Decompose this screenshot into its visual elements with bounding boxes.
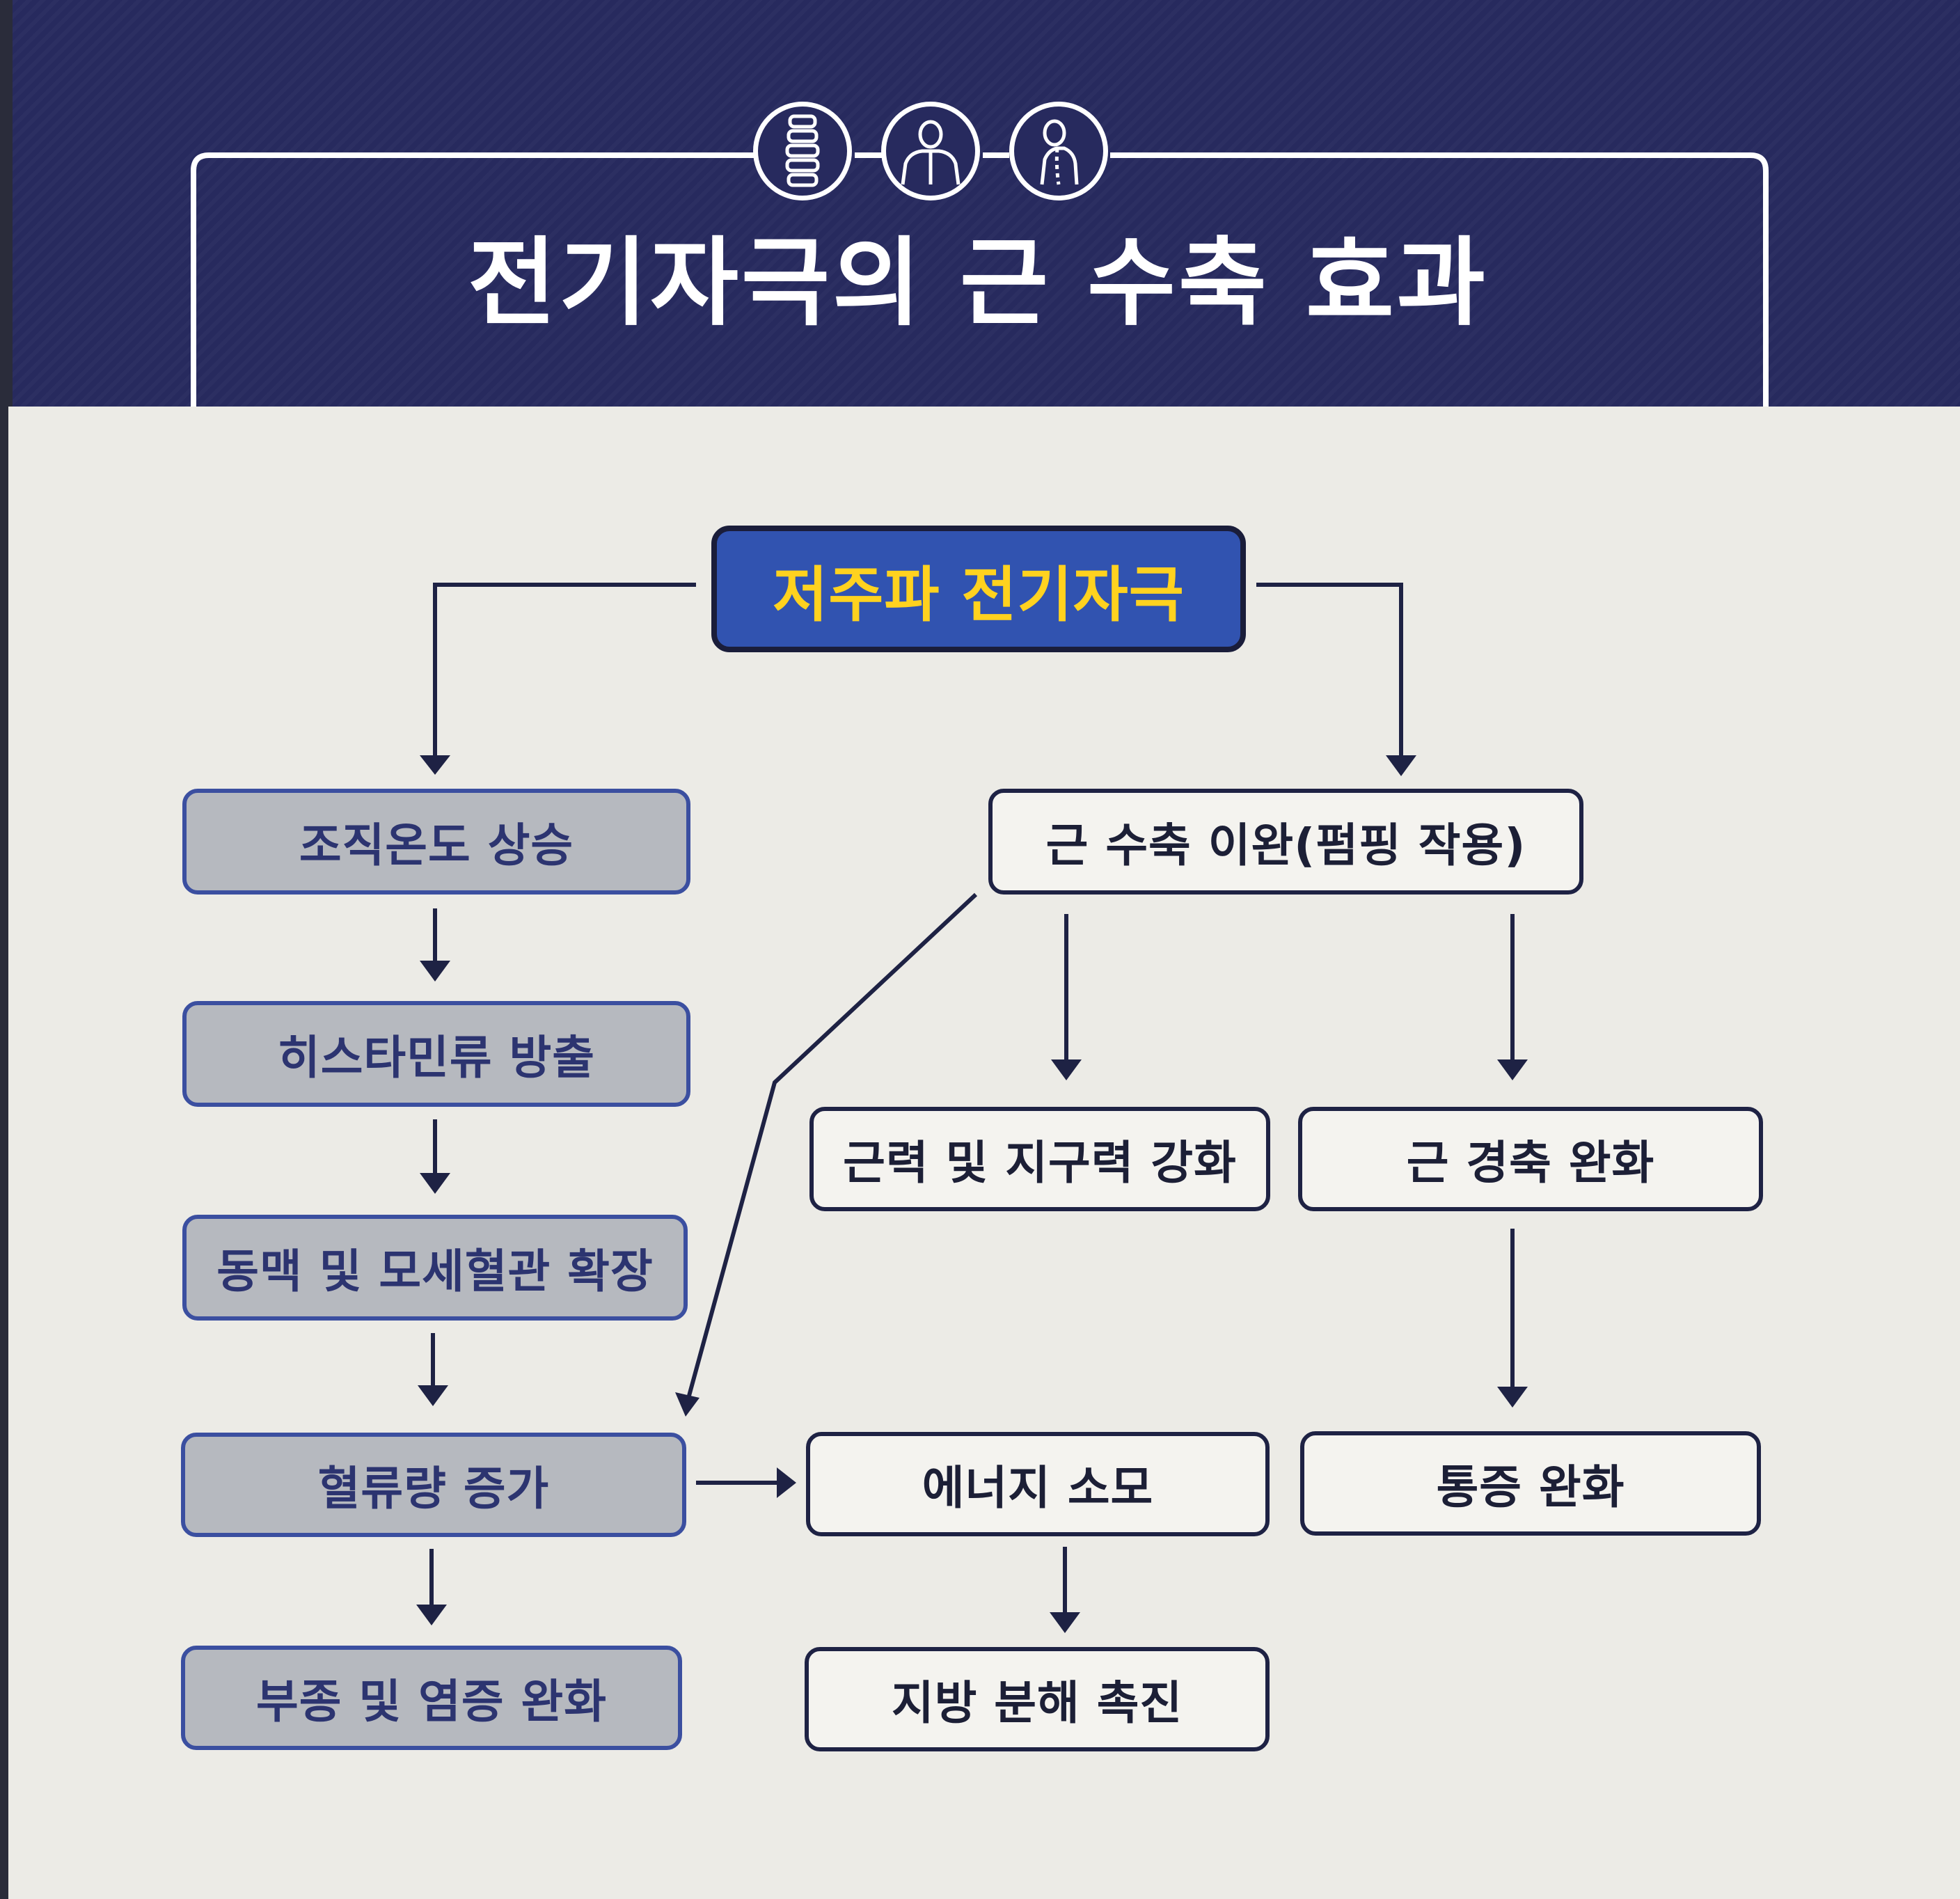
page-title: 전기자극의 근 수축 효과 xyxy=(468,227,1488,339)
fat-box: 지방 분해 촉진 xyxy=(805,1647,1270,1751)
strength-box: 근력 및 지구력 강화 xyxy=(809,1107,1270,1211)
source-box: 저주파 전기자극 xyxy=(711,526,1246,652)
posture-icon xyxy=(1009,102,1108,200)
left-box-1: 조직온도 상승 xyxy=(182,789,690,895)
spasm-box: 근 경축 완화 xyxy=(1298,1107,1763,1211)
left-box-3: 동맥 및 모세혈관 확장 xyxy=(182,1215,688,1321)
left-box-5: 부종 및 염증 완화 xyxy=(181,1646,682,1750)
title-frame xyxy=(191,152,1769,418)
upper-body-icon xyxy=(881,102,980,200)
pumping-box: 근 수축 이완(펌핑 작용) xyxy=(988,789,1583,895)
left-box-4: 혈류량 증가 xyxy=(181,1433,686,1537)
pain-box: 통증 완화 xyxy=(1300,1431,1761,1536)
energy-box: 에너지 소모 xyxy=(806,1432,1270,1536)
header-band xyxy=(13,0,1960,418)
left-box-2: 히스타민류 방출 xyxy=(182,1001,690,1107)
spine-icon xyxy=(753,102,852,200)
